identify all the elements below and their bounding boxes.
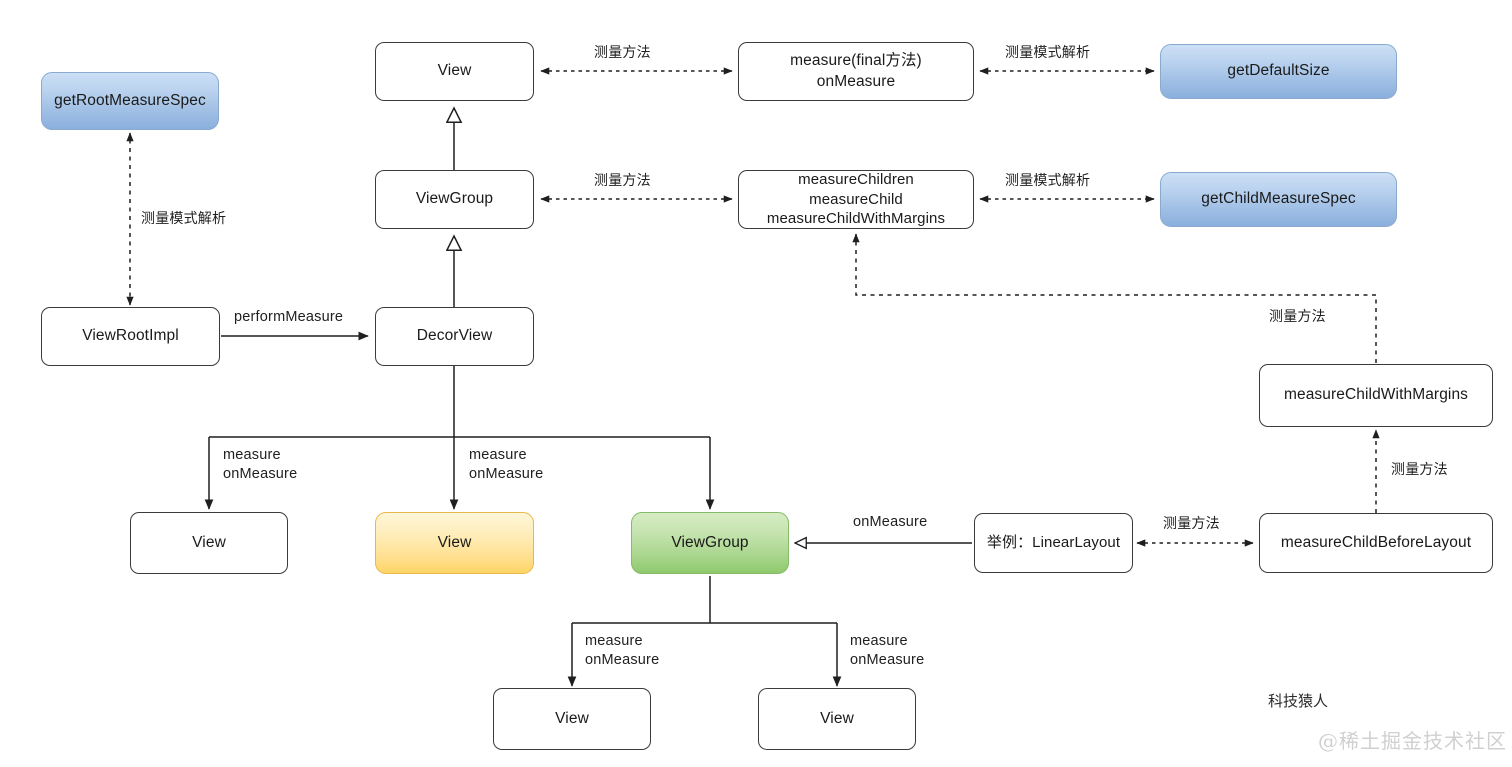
node-get-root-measure-spec[interactable]: getRootMeasureSpec (41, 72, 219, 130)
node-leaf-view-left[interactable]: View (493, 688, 651, 750)
node-child-view-mid[interactable]: View (375, 512, 534, 574)
node-measure-children[interactable]: measureChildren measureChild measureChil… (738, 170, 974, 229)
node-decor-view[interactable]: DecorView (375, 307, 534, 366)
node-label: DecorView (416, 327, 493, 345)
edge-label-perform-measure: performMeasure (234, 309, 344, 325)
node-label: ViewGroup (415, 190, 494, 208)
node-label: ViewGroup (671, 533, 749, 551)
edge-label-measure-method-right-top: 测量方法 (1269, 309, 1326, 325)
edge-label-measure-mode-parse-root: 测量模式解析 (141, 211, 227, 227)
node-measure-child-with-margins[interactable]: measureChildWithMargins (1259, 364, 1493, 427)
node-child-view-left[interactable]: View (130, 512, 288, 574)
node-label: View (555, 709, 589, 727)
node-label: measureChildBeforeLayout (1280, 533, 1472, 551)
edge-withmargins-to-measurechildren (852, 233, 1377, 363)
node-label: getChildMeasureSpec (1201, 190, 1356, 208)
node-label: getDefaultSize (1227, 62, 1330, 80)
author-credit: 科技猿人 (1268, 692, 1329, 710)
node-view-root-impl[interactable]: ViewRootImpl (41, 307, 220, 366)
edge-label-on-measure: onMeasure (853, 514, 928, 530)
node-label: 举例：LinearLayout (986, 534, 1121, 552)
node-view-group-top[interactable]: ViewGroup (375, 170, 534, 229)
node-get-child-measure-spec[interactable]: getChildMeasureSpec (1160, 172, 1397, 227)
edge-label-measure-onmeasure-2: measure onMeasure (469, 447, 544, 483)
node-label: measureChildren measureChild measureChil… (766, 170, 946, 228)
node-label: measure(final方法) onMeasure (790, 52, 922, 90)
node-view-top[interactable]: View (375, 42, 534, 101)
edge-label-measure-onmeasure-4: measure onMeasure (850, 633, 925, 669)
node-label: measureChildWithMargins (1283, 386, 1469, 404)
edge-label-measure-onmeasure-1: measure onMeasure (223, 447, 298, 483)
node-label: View (192, 533, 226, 551)
site-watermark: @稀土掘金技术社区 (1318, 729, 1507, 753)
edge-label-measure-mode-parse-1: 测量模式解析 (1005, 45, 1091, 61)
node-label: ViewRootImpl (82, 327, 179, 345)
node-linear-layout[interactable]: 举例：LinearLayout (974, 513, 1133, 573)
node-get-default-size[interactable]: getDefaultSize (1160, 44, 1397, 99)
node-leaf-view-right[interactable]: View (758, 688, 916, 750)
node-label: View (437, 62, 472, 80)
node-label: getRootMeasureSpec (54, 91, 206, 109)
edge-label-measure-mode-parse-2: 测量模式解析 (1005, 173, 1091, 189)
edge-label-measure-method-1: 测量方法 (594, 45, 651, 61)
node-label: View (820, 709, 854, 727)
node-child-view-group[interactable]: ViewGroup (631, 512, 789, 574)
edge-label-measure-onmeasure-3: measure onMeasure (585, 633, 660, 669)
edge-label-measure-method-2: 测量方法 (594, 173, 651, 189)
edge-label-measure-method-right-bottom: 测量方法 (1391, 462, 1448, 478)
node-measure-child-before-layout[interactable]: measureChildBeforeLayout (1259, 513, 1493, 573)
node-measure-final[interactable]: measure(final方法) onMeasure (738, 42, 974, 101)
node-label: View (437, 533, 472, 551)
edge-label-measure-method-linear: 测量方法 (1163, 516, 1220, 532)
